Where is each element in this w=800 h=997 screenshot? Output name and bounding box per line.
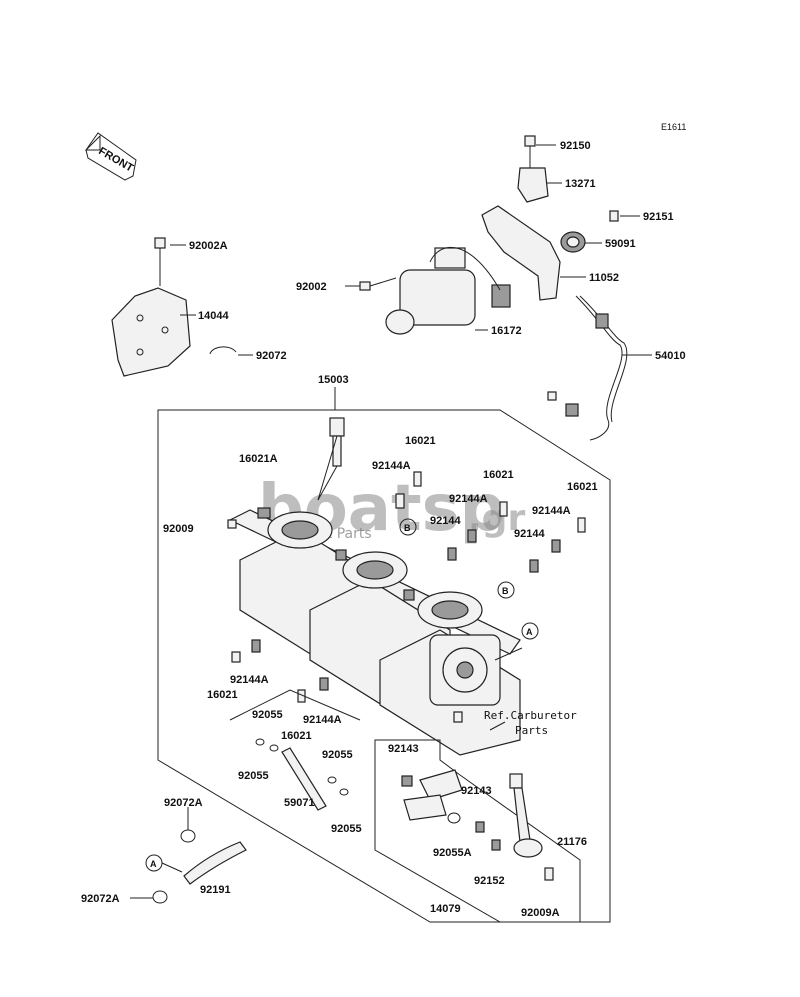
main-assembly-outline	[157, 387, 611, 923]
label-16021A: 16021A	[239, 453, 278, 465]
svg-text:A: A	[526, 627, 533, 637]
callout-a-right: A	[521, 622, 539, 640]
label-92144A-a: 92144A	[372, 460, 411, 472]
label-14044: 14044	[198, 310, 229, 322]
front-arrow-icon: FRONT	[84, 132, 137, 181]
label-16021-a: 16021	[405, 435, 436, 447]
hose-assembly	[130, 807, 247, 904]
leader-lines-top	[345, 144, 652, 356]
reference-note-line1: Ref.Carburetor	[484, 709, 577, 722]
label-92009: 92009	[163, 523, 194, 535]
label-92072A-a: 92072A	[164, 797, 203, 809]
label-92152: 92152	[474, 875, 505, 887]
label-92002A: 92002A	[189, 240, 228, 252]
label-92143-a: 92143	[388, 743, 419, 755]
label-59071: 59071	[284, 797, 315, 809]
label-92144A-c: 92144A	[532, 505, 571, 517]
label-59091: 59091	[605, 238, 636, 250]
actuator-bracket-assembly	[359, 135, 628, 441]
svg-text:A: A	[150, 859, 157, 869]
label-16021-d: 16021	[207, 689, 238, 701]
screws-and-springs	[227, 471, 586, 723]
left-bracket-assembly	[111, 237, 253, 377]
callout-b-right: B	[497, 581, 515, 599]
reference-note-line2: Parts	[515, 724, 548, 737]
watermark-suffix: .gr	[468, 498, 525, 539]
label-92072A-b: 92072A	[81, 893, 120, 905]
label-92151: 92151	[643, 211, 674, 223]
label-92002: 92002	[296, 281, 327, 293]
callout-b-top: B	[399, 518, 417, 536]
label-15003: 15003	[318, 374, 349, 386]
part-labels: 92150 13271 92151 59091 11052 92002 1617…	[81, 140, 686, 919]
label-92143-b: 92143	[461, 785, 492, 797]
label-16021-b: 16021	[483, 469, 514, 481]
label-92191: 92191	[200, 884, 231, 896]
diagram-code: E1611	[661, 122, 686, 132]
label-16172: 16172	[491, 325, 522, 337]
label-92009A: 92009A	[521, 907, 560, 919]
label-92055-c: 92055	[322, 749, 353, 761]
label-54010: 54010	[655, 350, 686, 362]
label-92144A-b: 92144A	[449, 493, 488, 505]
label-92055A: 92055A	[433, 847, 472, 859]
sensor-subassembly	[374, 721, 581, 923]
label-92055-d: 92055	[331, 823, 362, 835]
fuel-pipe-assembly	[229, 689, 361, 811]
label-92072: 92072	[256, 350, 287, 362]
label-92144-b: 92144	[514, 528, 545, 540]
label-92150: 92150	[560, 140, 591, 152]
label-21176: 21176	[557, 836, 587, 848]
label-11052: 11052	[589, 272, 619, 284]
label-16021-e: 16021	[281, 730, 312, 742]
callout-a-left: A	[145, 854, 163, 872]
svg-text:B: B	[404, 523, 411, 533]
label-13271: 13271	[565, 178, 596, 190]
throttle-body-assembly	[228, 417, 523, 756]
svg-text:B: B	[502, 586, 509, 596]
label-16021-c: 16021	[567, 481, 598, 493]
label-14079: 14079	[430, 903, 461, 915]
label-92055-a: 92055	[252, 709, 283, 721]
label-92144-a: 92144	[430, 515, 461, 527]
label-92055-b: 92055	[238, 770, 269, 782]
front-label: FRONT	[96, 145, 135, 174]
label-92144A-d: 92144A	[230, 674, 269, 686]
label-92144A-e: 92144A	[303, 714, 342, 726]
